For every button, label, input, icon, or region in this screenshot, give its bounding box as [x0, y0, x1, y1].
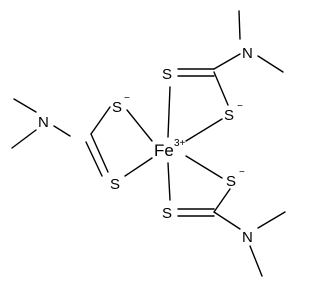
bond-c-s-right-upper [213, 71, 229, 106]
atom-n-left: N [38, 114, 49, 131]
bond-s-fe-top [167, 86, 171, 138]
molecule-diagram: N S − S Fe 3+ S N S − S − S N [11, 10, 286, 277]
bond-s-fe-left [124, 157, 153, 177]
bond-c-n-bottom [213, 211, 241, 230]
bond-me-n-left-bottom [11, 129, 37, 149]
atom-fe: Fe [154, 141, 174, 160]
bond-c-s-left-double-a [90, 133, 109, 173]
atom-s-right-lower: S [226, 173, 236, 190]
bond-s-fe-upper-left [126, 109, 153, 142]
atom-s-top: S [162, 66, 172, 83]
atom-n-top: N [242, 45, 253, 62]
bond-c-s-left-upper [90, 106, 111, 135]
charge-s-right-upper: − [237, 101, 243, 112]
atom-s-upper-left: S [112, 99, 122, 116]
bond-n-me-bottom-down [249, 245, 263, 277]
bond-me-n-left-top [13, 98, 37, 113]
bond-n-me-top-right [257, 55, 284, 73]
bond-s-fe-right-lower [185, 155, 223, 179]
bond-c-s-right-lower [213, 188, 231, 213]
atom-n-bottom: N [242, 229, 253, 246]
bond-c-n-top [213, 53, 241, 70]
atom-s-right-upper: S [224, 107, 234, 124]
bond-n-me-bottom-right [257, 211, 286, 229]
bond-s-fe-right-upper [185, 118, 223, 142]
charge-s-upper-left: − [124, 93, 130, 104]
bond-n-me-top-up [238, 10, 241, 40]
atom-s-left: S [110, 176, 120, 193]
charge-s-right-lower: − [239, 167, 245, 178]
bond-s-fe-bottom [167, 162, 171, 201]
bond-c-s-left-double-b [85, 141, 103, 177]
atom-s-bottom: S [162, 205, 172, 222]
bond-n-c-left [53, 125, 71, 137]
charge-fe: 3+ [174, 138, 186, 149]
